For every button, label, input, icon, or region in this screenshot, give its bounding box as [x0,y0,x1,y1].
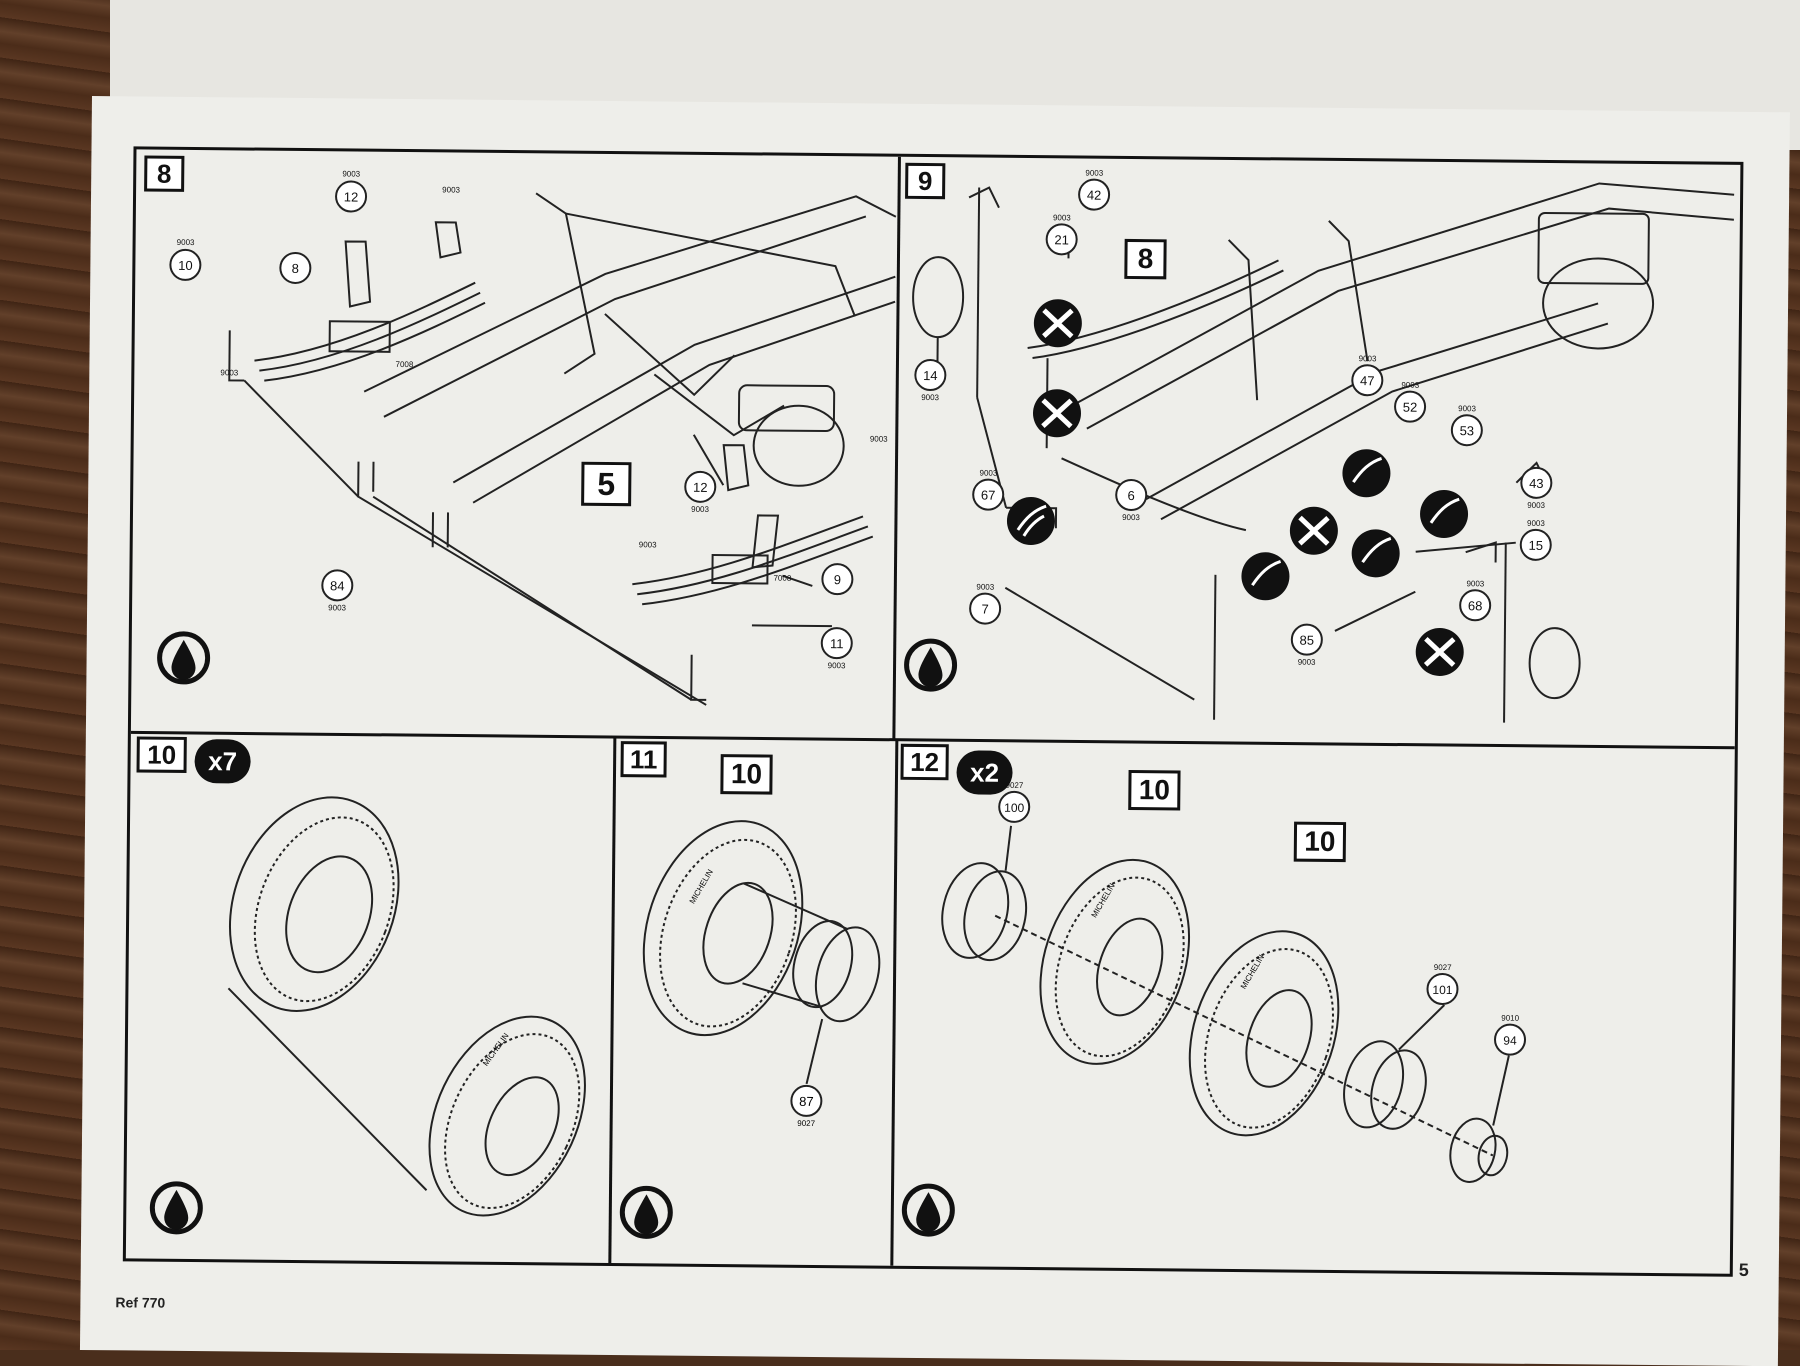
step-11-drawing: 87 9027 MICHELIN [610,737,897,1266]
callout-94: 94 [1503,1034,1517,1048]
page-number: 5 [1739,1260,1749,1281]
paint-brush-icon [1007,497,1055,545]
svg-text:53: 53 [1460,423,1475,438]
tire-brand-label: MICHELIN [1090,882,1117,920]
svg-text:43: 43 [1529,476,1544,491]
svg-text:84: 84 [330,578,345,593]
svg-text:9003: 9003 [1298,658,1316,667]
glue-drop-icon [159,634,207,682]
svg-text:7008: 7008 [395,360,413,369]
svg-text:9: 9 [834,572,841,587]
step-9-panel: 9 [894,157,1741,748]
svg-text:14: 14 [923,368,938,383]
svg-text:9027: 9027 [1005,781,1023,790]
svg-text:10: 10 [178,258,193,273]
instruction-frame: 8 [123,146,1744,1276]
no-glue-icon [1033,389,1081,437]
step-9-drawing: 42 9003 21 9003 14 9003 67 9003 6 9003 7… [894,157,1741,748]
step-12-drawing: 100 9027 101 9027 94 9010 MICHELIN MICHE… [892,740,1735,1274]
step-10-panel: 10 x7 MICHELIN [126,732,615,1263]
svg-text:9003: 9003 [639,540,657,549]
svg-text:9003: 9003 [691,505,709,514]
svg-text:9003: 9003 [870,434,888,443]
paint-brush-icon [1342,449,1390,497]
paint-brush-icon [1241,552,1289,600]
svg-text:6: 6 [1128,488,1135,503]
svg-text:9003: 9003 [979,469,997,478]
svg-text:9003: 9003 [1466,579,1484,588]
svg-text:9003: 9003 [1122,513,1140,522]
svg-text:9003: 9003 [328,603,346,612]
callout-87: 87 [799,1094,814,1109]
glue-drop-icon [906,641,954,689]
glue-drop-icon [622,1188,670,1236]
callout-101: 101 [1432,983,1452,997]
svg-text:9003: 9003 [921,393,939,402]
svg-text:9003: 9003 [1527,519,1545,528]
step-8-drawing: 12 9003 10 9003 8 12 9003 9 84 9003 11 9… [131,149,900,739]
callout-12: 12 [344,189,359,204]
svg-text:12: 12 [693,480,708,495]
callout-100: 100 [1004,801,1024,815]
instruction-sheet: 8 [80,96,1790,1366]
svg-text:9003: 9003 [1458,404,1476,413]
svg-text:7: 7 [981,602,988,617]
svg-text:9003: 9003 [828,661,846,670]
tire-brand-label: MICHELIN [688,868,715,906]
step-10-drawing: MICHELIN [126,732,615,1263]
tire-brand-label: MICHELIN [481,1031,511,1068]
svg-text:9010: 9010 [1501,1014,1519,1023]
tire-brand-label: MICHELIN [1239,953,1266,991]
no-glue-icon [1034,299,1082,347]
svg-text:52: 52 [1403,400,1418,415]
svg-text:9003: 9003 [1053,213,1071,222]
svg-text:9027: 9027 [797,1119,815,1128]
svg-text:47: 47 [1360,373,1375,388]
no-glue-icon [1290,507,1338,555]
no-glue-icon [1415,628,1463,676]
svg-text:9003: 9003 [976,583,994,592]
svg-text:68: 68 [1468,598,1483,613]
svg-text:85: 85 [1300,633,1315,648]
svg-text:21: 21 [1054,232,1069,247]
svg-text:9003: 9003 [177,238,195,247]
svg-text:15: 15 [1528,538,1543,553]
glue-drop-icon [152,1184,200,1232]
glue-drop-icon [904,1186,952,1234]
svg-text:67: 67 [981,488,996,503]
svg-text:9003: 9003 [442,185,460,194]
paint-brush-icon [1420,490,1468,538]
catalog-reference: Ref 770 [115,1294,165,1310]
svg-text:9003: 9003 [1359,354,1377,363]
step-11-panel: 11 10 87 9027 MICHELIN [610,737,897,1266]
step-12-panel: 12 x2 10 10 [892,740,1735,1274]
svg-text:11: 11 [830,636,844,651]
svg-text:9027: 9027 [1434,963,1452,972]
svg-text:9003: 9003 [1085,169,1103,178]
paint-brush-icon [1351,529,1399,577]
svg-text:9003: 9003 [1527,501,1545,510]
callout-42: 42 [1087,188,1102,203]
svg-text:9003: 9003 [342,169,360,178]
subassembly-ref-8: 8 [1124,239,1166,279]
svg-text:9003: 9003 [1401,381,1419,390]
svg-text:9003: 9003 [220,368,238,377]
step-8-panel: 8 [131,149,900,739]
svg-text:7008: 7008 [773,574,791,583]
svg-text:8: 8 [292,261,299,276]
subassembly-ref-5: 5 [581,462,631,506]
